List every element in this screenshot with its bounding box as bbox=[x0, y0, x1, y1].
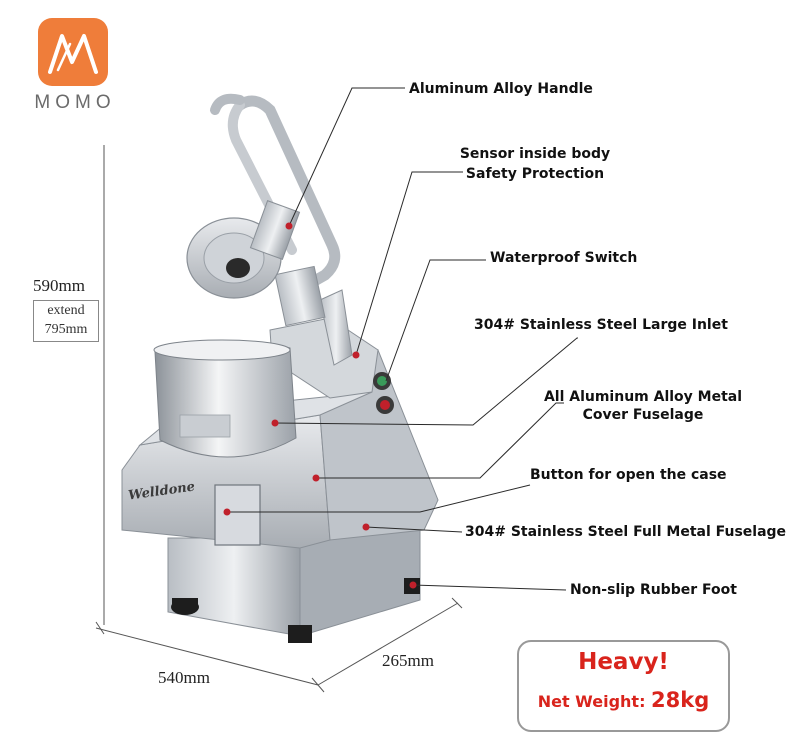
callout-sensor-line1: Sensor inside body bbox=[459, 146, 611, 162]
machine-head bbox=[269, 289, 394, 414]
machine-handle bbox=[186, 93, 341, 327]
weight-line: Net Weight: 28kg bbox=[519, 688, 728, 712]
dimension-extend-value: 795mm bbox=[44, 322, 88, 337]
callout-handle: Aluminum Alloy Handle bbox=[409, 81, 593, 97]
weight-value: 28kg bbox=[651, 688, 710, 712]
callout-foot: Non-slip Rubber Foot bbox=[570, 582, 737, 598]
machine-inlet bbox=[153, 339, 297, 458]
weight-title: Heavy! bbox=[578, 649, 669, 675]
dimension-extend-label: extend bbox=[47, 303, 85, 318]
brand-name: MOMO bbox=[34, 92, 116, 113]
callout-markers bbox=[223, 222, 417, 589]
dimension-extend-box: extend 795mm bbox=[33, 300, 99, 342]
callout-cover-line2: Cover Fuselage bbox=[582, 407, 704, 423]
callout-switch: Waterproof Switch bbox=[490, 250, 638, 266]
brand-logo bbox=[38, 18, 108, 86]
callout-sensor-line2: Safety Protection bbox=[465, 166, 605, 182]
weight-box: Heavy! Net Weight: 28kg bbox=[517, 640, 730, 732]
dimension-depth: 265mm bbox=[382, 651, 434, 670]
callout-fuselage: 304# Stainless Steel Full Metal Fuselage bbox=[465, 524, 787, 540]
callout-leader-lines bbox=[227, 87, 578, 591]
dimension-height: 590mm bbox=[33, 276, 85, 295]
callout-inlet: 304# Stainless Steel Large Inlet bbox=[474, 317, 728, 333]
callout-cover-line1: All Aluminum Alloy Metal bbox=[543, 389, 743, 405]
dimension-lines bbox=[95, 145, 463, 693]
callout-button: Button for open the case bbox=[530, 467, 727, 483]
momo-logo-icon bbox=[48, 34, 98, 74]
dimension-width: 540mm bbox=[158, 668, 210, 687]
weight-label: Net Weight: bbox=[537, 692, 646, 711]
